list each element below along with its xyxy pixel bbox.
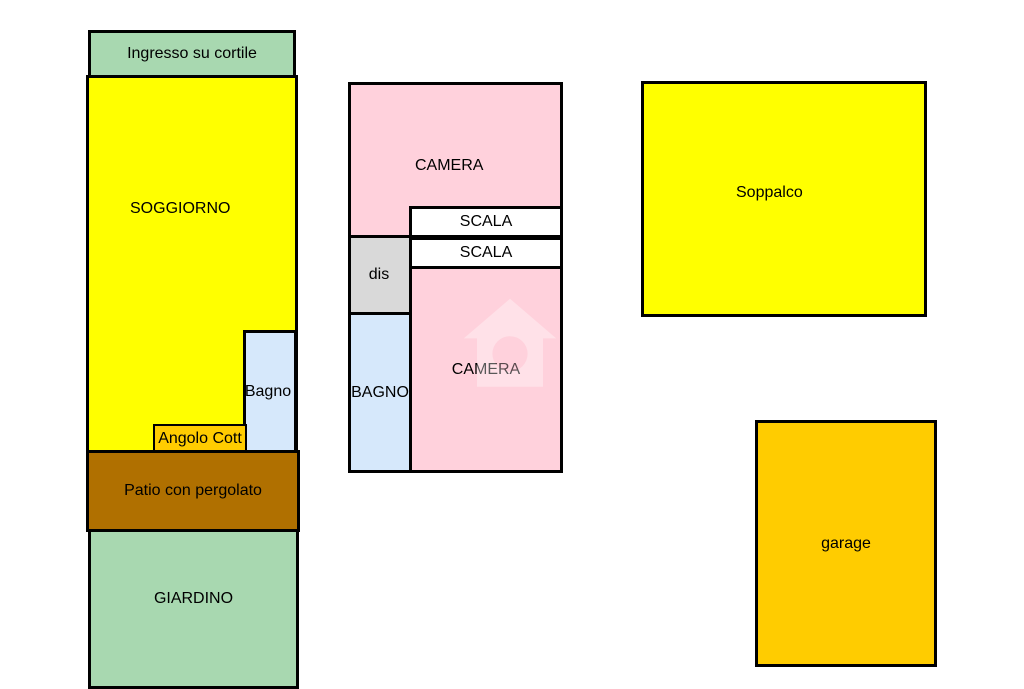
room-label: Bagno <box>244 382 292 400</box>
room-label: GIARDINO <box>153 590 234 607</box>
room-label: SCALA <box>459 244 513 261</box>
house-logo-icon <box>463 298 557 387</box>
room-label: Ingresso su cortile <box>127 45 257 62</box>
room-soggiorno: SOGGIORNO <box>86 75 298 453</box>
room-bagno-small: Bagno <box>243 330 297 453</box>
room-patio-con-pergolato: Patio con pergolato <box>86 450 300 532</box>
room-scala-1: SCALA <box>409 206 563 238</box>
room-giardino: GIARDINO <box>88 529 299 689</box>
room-bagno-large: BAGNO <box>348 312 412 473</box>
room-angolo-cottura: Angolo Cott <box>153 424 247 453</box>
room-label: SCALA <box>459 213 513 230</box>
room-label: Patio con pergolato <box>124 482 262 499</box>
room-label: dis <box>368 266 390 283</box>
room-label: CAMERA <box>452 361 520 379</box>
room-label: CAMERA <box>415 157 484 174</box>
room-label: SOGGIORNO <box>130 200 231 217</box>
room-label: BAGNO <box>351 383 409 401</box>
room-label: Soppalco <box>736 184 803 201</box>
room-label: garage <box>821 534 871 552</box>
room-ingresso-su-cortile: Ingresso su cortile <box>88 30 296 78</box>
room-garage: garage <box>755 420 937 667</box>
room-dis: dis <box>348 235 412 315</box>
room-camera-bottom: CAMERA <box>409 266 563 473</box>
room-scala-2: SCALA <box>409 237 563 269</box>
room-label: Angolo Cott <box>158 429 242 447</box>
room-soppalco: Soppalco <box>641 81 927 317</box>
